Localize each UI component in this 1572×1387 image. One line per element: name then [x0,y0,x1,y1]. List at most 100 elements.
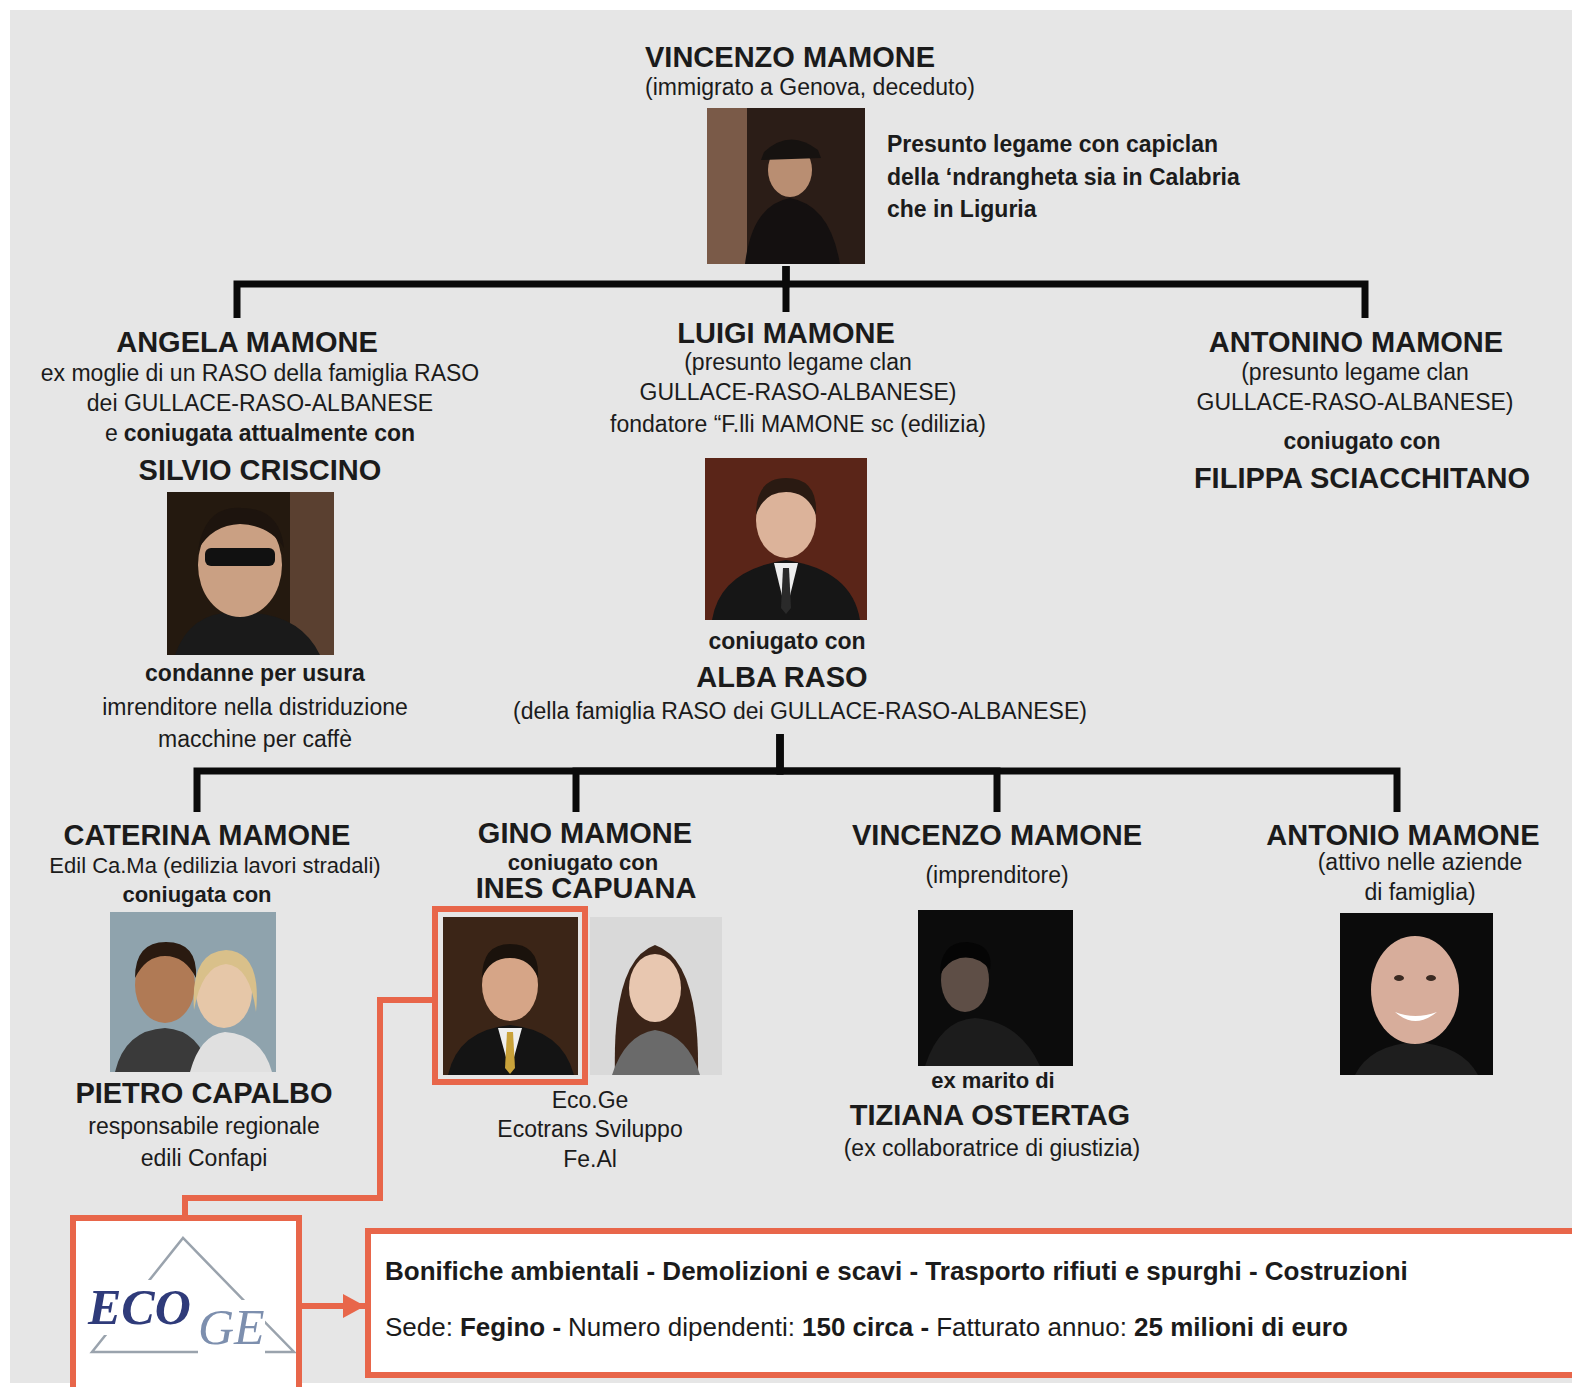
spouse-name: FILIPPA SCIACCHITANO [1194,461,1530,496]
photo-ground [705,458,867,620]
activity-list: Bonifiche ambientali - Demolizioni e sca… [385,1256,1408,1287]
photo-glasses [205,548,275,566]
photo-eye [1394,975,1404,981]
company-arrow [302,1303,365,1309]
photo-smile [1395,1012,1437,1021]
photo-body [925,1018,1040,1066]
highlight-frame [435,909,585,1082]
photo-hair [135,942,196,978]
text-row: econiugata attualmente con [105,420,415,448]
photo-ground [707,108,865,264]
spouse-name: TIZIANA OSTERTAG [850,1098,1130,1133]
photo-body [1355,1042,1478,1075]
photo-hair [940,942,991,975]
person-block: GINO MAMONEconiugato conINES CAPUANA Eco.… [435,812,735,1178]
person-note: imrenditore nella distriduzione macchine… [80,691,430,755]
person-note: fondatore “F.lli MAMONE sc (edilizia) [610,411,986,439]
photo-ground [110,912,276,1072]
family-line [237,266,786,318]
portrait-photo [590,917,722,1075]
person-name: ANGELA MAMONE [116,325,378,360]
person-note: (presunto legame clan GULLACE-RASO-ALBAN… [633,348,963,408]
person-block: CATERINA MAMONEEdil Ca.Ma (edilizia lavo… [12,812,432,1179]
logo-text: GE [198,1300,265,1355]
relation-label: coniugato con [508,851,658,875]
company-info-box: Sede:Fegino -Numero dipendenti:150 circa… [365,1228,1572,1378]
portrait-photo [918,910,1073,1066]
spouse-name: PIETRO CAPALBO [75,1076,332,1111]
person-note: responsabile regionale edili Confapi [79,1110,329,1174]
person-note: (ex collaboratrice di giustizia) [844,1135,1141,1163]
family-line [780,734,1397,812]
person-block: VINCENZO MAMONE(immigrato a Genova, dece… [600,36,1280,266]
photo-ground [590,917,722,1075]
portrait-photo [1340,913,1493,1075]
info-value: Fegino - [460,1312,561,1343]
person-name: ANTONIO MAMONE [1266,818,1539,853]
person-note: (attivo nelle aziende di famiglia) [1313,848,1528,908]
person-name: GINO MAMONE [478,818,692,850]
photo-tie [505,1032,515,1074]
logo-text: ECO [88,1280,191,1335]
info-value: 25 milioni di euro [1134,1312,1348,1343]
photo-body [712,560,860,620]
info-value: 150 circa - [802,1312,929,1343]
person-note: (imprenditore) [925,862,1068,890]
family-line [576,734,780,812]
photo-body [190,1032,272,1072]
person-name: LUIGI MAMONE [677,316,895,351]
person-note: Edil Ca.Ma (edilizia lavori stradali) [49,853,380,879]
photo-face [629,954,681,1022]
relation-label: ex marito di [931,1068,1054,1094]
photo-hair [198,508,284,550]
photo-ground [1340,913,1493,1075]
person-note: condanne per usura [145,660,365,688]
relation-label: coniugato con [1283,428,1440,456]
relation-label: coniugato con [708,628,865,656]
person-block: VINCENZO MAMONE(imprenditore)ex marito d… [800,812,1195,1170]
company-name: Eco.Ge [552,1087,629,1115]
photo-ground [443,917,578,1075]
person-note: (della famiglia RASO dei GULLACE-RASO-AL… [513,698,1087,726]
company-name: Fe.Al [563,1146,617,1174]
person-name: ANTONINO MAMONE [1209,325,1503,360]
photo-ground [167,492,334,655]
logo-ground [70,1215,302,1387]
person-note: ex moglie di un RASO della famiglia RASO… [35,359,485,419]
photo-eye [1426,975,1436,981]
portrait-photo [167,492,334,655]
photo-body [448,1025,574,1075]
person-note: (presunto legame clan GULLACE-RASO-ALBAN… [1190,358,1520,418]
photo-cap [761,139,821,160]
portrait-photo [705,458,867,620]
photo-hair [482,944,538,978]
photo-body [612,1030,700,1075]
text-row: Sede:Fegino -Numero dipendenti:150 circa… [385,1312,1348,1343]
spouse-name: INES CAPUANA [476,873,697,905]
photo-hair [194,950,257,1012]
relation-label: coniugata con [122,882,271,908]
person-block: LUIGI MAMONE(presunto legame clan GULLAC… [495,312,1085,734]
person-block: ANTONIO MAMONE(attivo nelle aziende di f… [1250,812,1560,1080]
photo-body [175,612,320,655]
family-line [786,266,1365,318]
relation-label: coniugata attualmente con [124,420,415,448]
photo-face [1371,936,1459,1044]
note-text: Presunto legame con capiclan della ‘ndra… [887,128,1252,226]
photo-hair [756,478,816,515]
person-block: econiugata attualmente conANGELA MAMONEe… [12,318,502,760]
portrait-photo [110,912,276,1072]
spouse-name: ALBA RASO [696,660,867,695]
info-label: Fatturato annuo: [936,1312,1127,1343]
info-label: Numero dipendenti: [568,1312,795,1343]
person-name: VINCENZO MAMONE [645,40,935,75]
info-label: Sede: [385,1312,453,1343]
portrait-photo [707,108,865,264]
relation-label: e [105,420,118,448]
person-block: ANTONINO MAMONE(presunto legame clan GUL… [1165,318,1560,500]
photo-tie [781,568,791,614]
